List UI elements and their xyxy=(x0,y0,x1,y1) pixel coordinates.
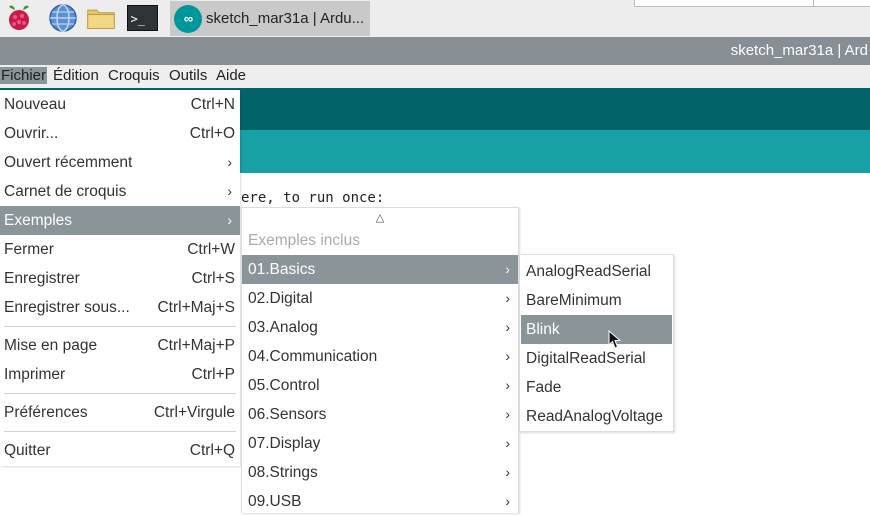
mouse-cursor-icon xyxy=(608,329,622,350)
menu-item-02-digital[interactable]: 02.Digital› xyxy=(242,284,518,313)
examples-submenu: △ Exemples inclus 01.Basics› 02.Digital›… xyxy=(241,207,519,513)
taskbar-task-label: sketch_mar31a | Ardu... xyxy=(206,10,365,27)
folder-icon[interactable] xyxy=(86,3,116,33)
menu-item-03-analog[interactable]: 03.Analog› xyxy=(242,313,518,342)
menu-item-08-strings[interactable]: 08.Strings› xyxy=(242,458,518,487)
window-title: sketch_mar31a | Ard xyxy=(730,42,868,59)
window-titlebar[interactable]: sketch_mar31a | Ard xyxy=(0,37,870,65)
basics-submenu: AnalogReadSerial BareMinimum Blink Digit… xyxy=(519,254,674,432)
menu-item-05-control[interactable]: 05.Control› xyxy=(242,371,518,400)
scroll-up-arrow-icon[interactable]: △ xyxy=(375,212,385,224)
tray-separator xyxy=(813,0,814,6)
menu-aide[interactable]: Aide xyxy=(216,67,247,84)
menu-outils[interactable]: Outils xyxy=(169,67,208,84)
menu-item-exemples[interactable]: Exemples› xyxy=(0,206,240,235)
menu-item-fade[interactable]: Fade xyxy=(526,379,562,396)
examples-header: Exemples inclus xyxy=(248,232,360,249)
menu-item-readanalogvoltage[interactable]: ReadAnalogVoltage xyxy=(526,408,664,425)
menu-item-09-usb[interactable]: 09.USB› xyxy=(242,487,518,514)
chevron-right-icon: › xyxy=(505,348,510,364)
menu-item-analogreadserial[interactable]: AnalogReadSerial xyxy=(526,263,651,280)
menu-item-01-basics[interactable]: 01.Basics› xyxy=(242,255,518,284)
chevron-right-icon: › xyxy=(505,406,510,422)
chevron-right-icon: › xyxy=(505,464,510,480)
menu-item-digitalreadserial[interactable]: DigitalReadSerial xyxy=(526,350,646,367)
menu-edition[interactable]: Édition xyxy=(53,67,99,84)
system-tray xyxy=(634,0,870,7)
menu-item-carnet-de-croquis[interactable]: Carnet de croquis› xyxy=(0,177,240,206)
menu-separator xyxy=(4,431,236,432)
arduino-logo-icon: ∞ xyxy=(174,4,202,33)
chevron-right-icon: › xyxy=(505,290,510,306)
menu-separator xyxy=(4,393,236,394)
code-line: ere, to run once: xyxy=(241,190,385,206)
chevron-right-icon: › xyxy=(227,212,232,228)
chevron-right-icon: › xyxy=(505,493,510,509)
taskbar: >_ ∞ sketch_mar31a | Ardu... xyxy=(0,0,870,37)
terminal-prompt: >_ xyxy=(126,5,158,31)
menu-item-enregistrer-sous[interactable]: Enregistrer sous...Ctrl+Maj+S xyxy=(4,299,235,316)
chevron-right-icon: › xyxy=(227,183,232,199)
menu-item-blink[interactable]: Blink xyxy=(521,315,672,344)
chevron-right-icon: › xyxy=(227,154,232,170)
menu-item-07-display[interactable]: 07.Display› xyxy=(242,429,518,458)
menu-croquis[interactable]: Croquis xyxy=(108,67,160,84)
terminal-icon[interactable]: >_ xyxy=(126,3,158,33)
menu-separator xyxy=(4,326,236,327)
chevron-right-icon: › xyxy=(505,319,510,335)
chevron-right-icon: › xyxy=(505,377,510,393)
menu-item-06-sensors[interactable]: 06.Sensors› xyxy=(242,400,518,429)
menubar: Fichier Édition Croquis Outils Aide xyxy=(0,65,870,88)
menu-item-bareminimum[interactable]: BareMinimum xyxy=(526,292,622,309)
chevron-right-icon: › xyxy=(505,435,510,451)
web-browser-icon[interactable] xyxy=(48,3,78,33)
taskbar-task-arduino[interactable]: ∞ sketch_mar31a | Ardu... xyxy=(170,1,370,36)
menu-item-ouvrir[interactable]: Ouvrir...Ctrl+O xyxy=(4,125,235,142)
menu-fichier[interactable]: Fichier xyxy=(0,67,48,84)
menu-item-ouvert-recemment[interactable]: Ouvert récemment› xyxy=(0,148,240,177)
menu-item-04-communication[interactable]: 04.Communication› xyxy=(242,342,518,371)
chevron-right-icon: › xyxy=(505,261,510,277)
raspberry-icon[interactable] xyxy=(4,3,34,33)
